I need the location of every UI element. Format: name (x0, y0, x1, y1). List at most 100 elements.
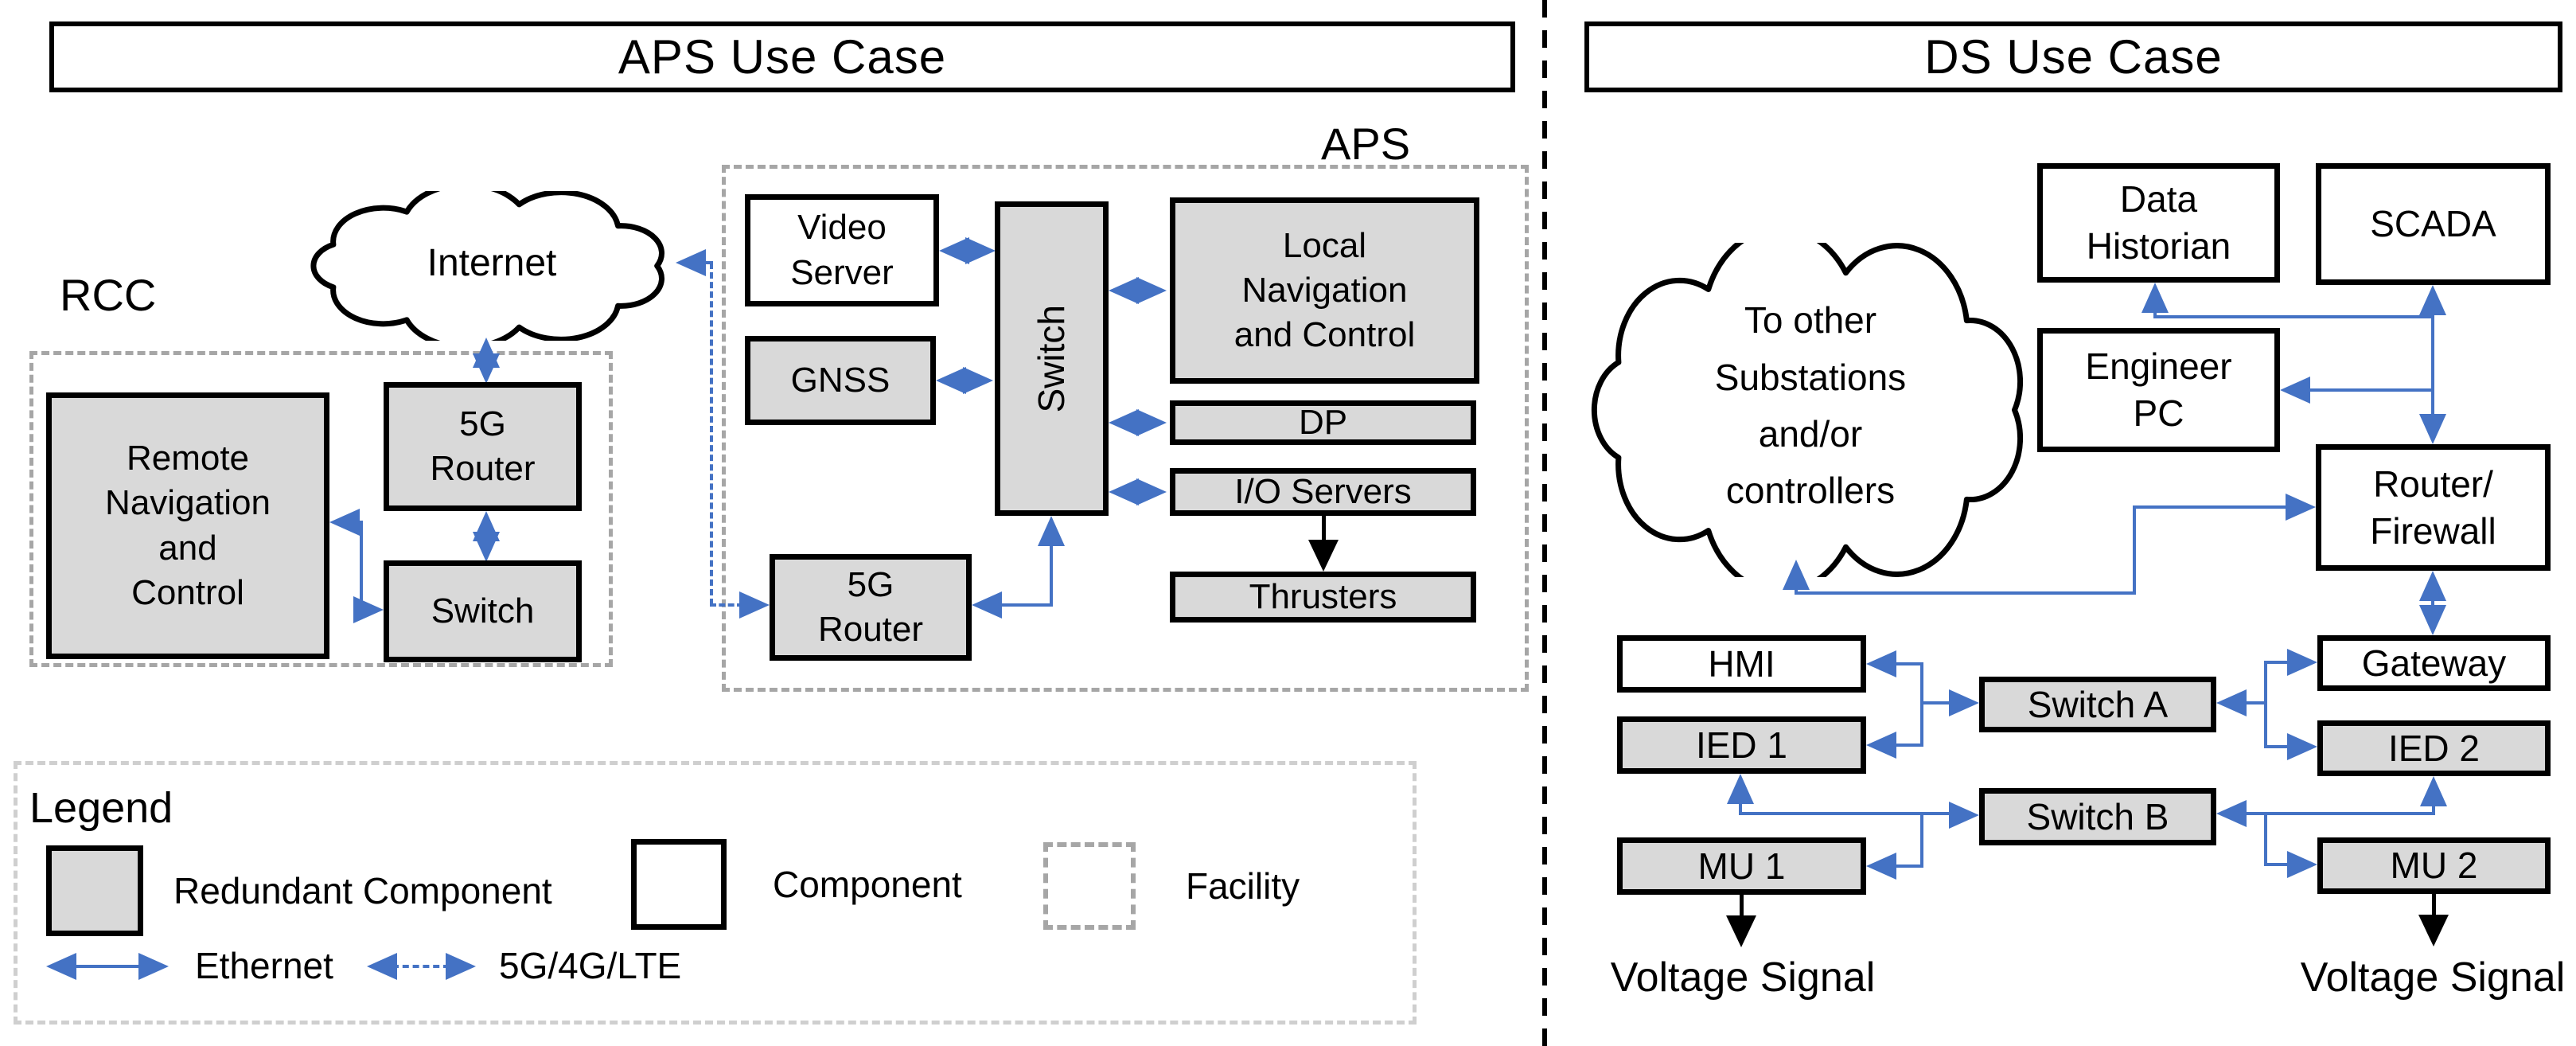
arrow-gnss-switch-r (963, 367, 993, 394)
mu1-label: MU 1 (1697, 845, 1786, 887)
arrow-into-data-historian (2141, 283, 2169, 313)
arrow-lte-into-5g-router (739, 591, 770, 619)
legend-component-label: Component (773, 864, 962, 905)
legend-box (14, 761, 1417, 1025)
dp-label: DP (1298, 402, 1348, 442)
arrow-into-rcc-switch (353, 596, 384, 623)
internet-cloud-label: Internet (427, 241, 557, 284)
node-aps-switch: Switch (995, 201, 1109, 516)
voltage-signal-left: Voltage Signal (1610, 954, 1876, 1001)
arrow-into-router-firewall-top (2419, 414, 2446, 444)
conn-swa-l3 (1892, 744, 1923, 747)
legend-facility-label: Facility (1186, 865, 1300, 907)
ds-title-box: DS Use Case (1584, 21, 2562, 92)
node-dp: DP (1170, 400, 1476, 445)
panel-divider (1542, 0, 1547, 1046)
aps-switch-label: Switch (1031, 304, 1073, 413)
node-remote-navigation-control: Remote Navigation and Control (46, 392, 329, 659)
conn-rf-gw (2431, 595, 2434, 612)
rcc-facility-label: RCC (60, 270, 157, 320)
aps-facility-label: APS (1321, 119, 1411, 169)
ied2-label: IED 2 (2387, 727, 2481, 769)
arrow-into-ied2-bottom (2420, 776, 2447, 806)
gateway-label: Gateway (2361, 642, 2507, 684)
arrow-into-aps-5g-router (972, 591, 1002, 619)
node-local-navigation-control: Local Navigation and Control (1170, 197, 1479, 384)
arrow-rf-gateway-down (2419, 605, 2446, 635)
arrow-into-mu2 (2287, 851, 2317, 878)
conn-swb-l4 (1893, 865, 1923, 868)
legend-ethernet-arrow-r (138, 953, 169, 980)
node-ied1: IED 1 (1617, 716, 1866, 774)
conn-scada-rf (2431, 310, 2434, 419)
conn-lte-top (703, 261, 713, 264)
conn-swb-l2 (1739, 812, 1951, 815)
arrow-into-switch-bottom (1038, 516, 1065, 546)
node-ied2: IED 2 (2317, 720, 2551, 776)
data-historian-label: Data Historian (2086, 178, 2231, 267)
conn-lte-vert (710, 263, 713, 605)
arrow-switch-io-l (1109, 478, 1139, 505)
arrow-switch-localnav-l (1109, 277, 1139, 304)
conn-cloud-rf-2 (1795, 591, 2136, 595)
conn-mu1-voltage (1740, 895, 1744, 920)
legend-ethernet-label: Ethernet (195, 944, 333, 986)
conn-swb-r2 (2432, 802, 2435, 814)
arrow-switch-localnav-r (1136, 277, 1167, 304)
arrow-switch-dp-r (1136, 409, 1167, 436)
node-gnss: GNSS (745, 336, 936, 425)
aps-facility-box (722, 165, 1529, 692)
conn-rnc-switch-seg2 (360, 521, 363, 611)
node-aps-5g-router: 5G Router (770, 554, 972, 661)
node-engineer-pc: Engineer PC (2037, 328, 2280, 452)
conn-cloud-rf-4 (2133, 505, 2289, 509)
conn-swa-r1 (2242, 701, 2267, 704)
aps-title-box: APS Use Case (49, 21, 1515, 92)
ied1-label: IED 1 (1695, 724, 1788, 766)
node-rcc-5g-router: 5G Router (384, 382, 582, 511)
arrow-into-mu1 (1866, 853, 1896, 880)
legend-component-swatch (631, 839, 727, 930)
switch-a-label: Switch A (2027, 683, 2169, 725)
legend-lte-arrow-l (367, 953, 397, 980)
aps-title: APS Use Case (618, 30, 947, 84)
arrow-into-switch-a-right (2216, 689, 2247, 716)
arrow-into-router-firewall-left (2286, 494, 2316, 521)
node-thrusters: Thrusters (1170, 572, 1476, 623)
mu2-label: MU 2 (2390, 845, 2478, 887)
substations-cloud-label: To other Substations and/or controllers (1714, 299, 1907, 512)
node-io-servers: I/O Servers (1170, 468, 1476, 516)
node-router-firewall: Router/ Firewall (2316, 444, 2551, 571)
conn-switch-5g-vert (1050, 543, 1053, 607)
arrow-into-scada (2419, 285, 2446, 315)
node-data-historian: Data Historian (2037, 163, 2280, 283)
legend-lte-label: 5G/4G/LTE (499, 944, 682, 986)
arrow-internet-5g-down (473, 353, 500, 384)
voltage-signal-right: Voltage Signal (2300, 954, 2566, 1001)
arrow-gnss-switch-l (936, 367, 966, 394)
node-scada: SCADA (2316, 163, 2551, 285)
arrow-switch-io-r (1136, 478, 1167, 505)
conn-swa-r2 (2264, 661, 2267, 748)
conn-mu2-voltage (2432, 894, 2436, 919)
legend-ethernet-arrow-l (46, 953, 76, 980)
router-firewall-label: Router/ Firewall (2370, 463, 2496, 552)
node-gateway: Gateway (2317, 635, 2551, 691)
video-server-label: Video Server (790, 208, 894, 292)
conn-cloud-rf-1 (1795, 585, 1798, 595)
arrow-into-ied2-left (2287, 733, 2317, 760)
conn-swa-l4 (1920, 701, 1954, 704)
legend-lte-line (392, 965, 450, 968)
io-servers-label: I/O Servers (1234, 471, 1412, 511)
remote-nav-label: Remote Navigation and Control (105, 438, 271, 612)
arrow-voltage-right (2418, 915, 2449, 946)
conn-epc-1 (2305, 388, 2434, 392)
arrow-into-ied1-bottom (1727, 774, 1754, 804)
node-mu1: MU 1 (1617, 837, 1866, 895)
engineer-pc-label: Engineer PC (2085, 345, 2232, 434)
conn-swb-r3 (2264, 812, 2267, 866)
legend-redundant-swatch (46, 845, 143, 936)
node-mu2: MU 2 (2317, 837, 2551, 894)
arrow-switch-dp-l (1109, 409, 1139, 436)
